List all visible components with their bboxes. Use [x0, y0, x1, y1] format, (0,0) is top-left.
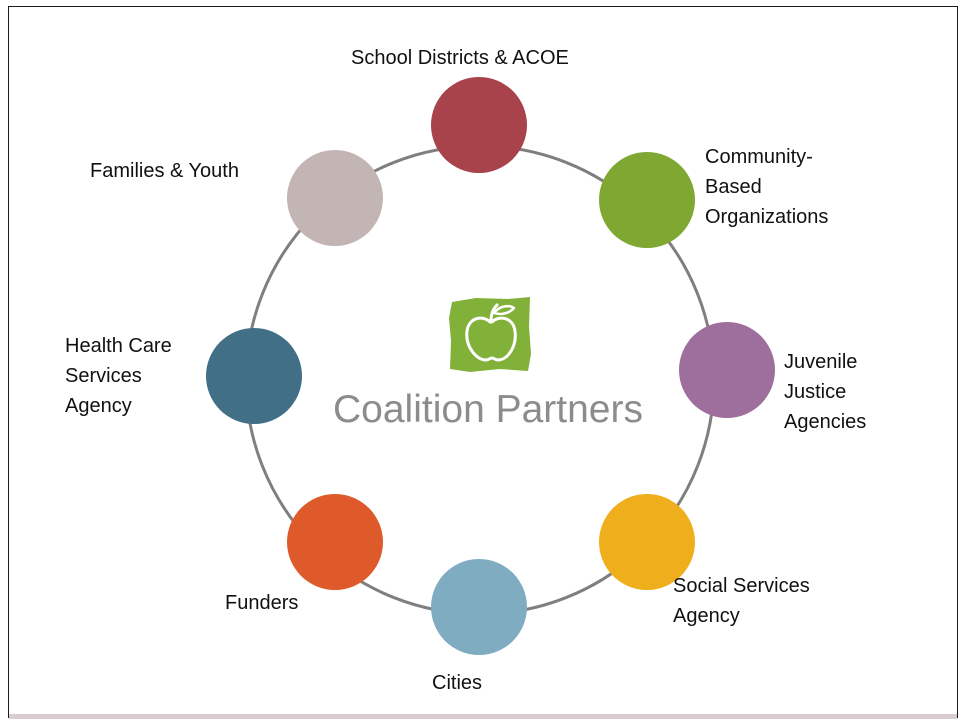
label-social-services-agency: Social Services Agency	[673, 575, 810, 627]
label-community-based-organizations: Community- Based Organizations	[705, 146, 829, 228]
label-health-care-services-agency: Health Care Services Agency	[65, 335, 172, 417]
node-juvenile-justice-agencies	[679, 322, 775, 418]
center-title: Coalition Partners	[333, 388, 643, 431]
node-community-based-organizations	[599, 152, 695, 248]
label-families-youth: Families & Youth	[90, 160, 239, 182]
label-cities: Cities	[432, 672, 483, 694]
node-cities	[431, 559, 527, 655]
node-families-youth	[287, 150, 383, 246]
label-funders: Funders	[225, 592, 299, 614]
node-funders	[287, 494, 383, 590]
apple-logo-icon	[449, 297, 531, 372]
label-juvenile-justice-agencies: Juvenile Justice Agencies	[784, 351, 867, 433]
node-social-services-agency	[599, 494, 695, 590]
node-health-care-services-agency	[206, 328, 302, 424]
node-school-districts	[431, 77, 527, 173]
label-school-districts: School Districts & ACOE	[351, 47, 569, 69]
slide-bottom-bar	[9, 714, 957, 719]
